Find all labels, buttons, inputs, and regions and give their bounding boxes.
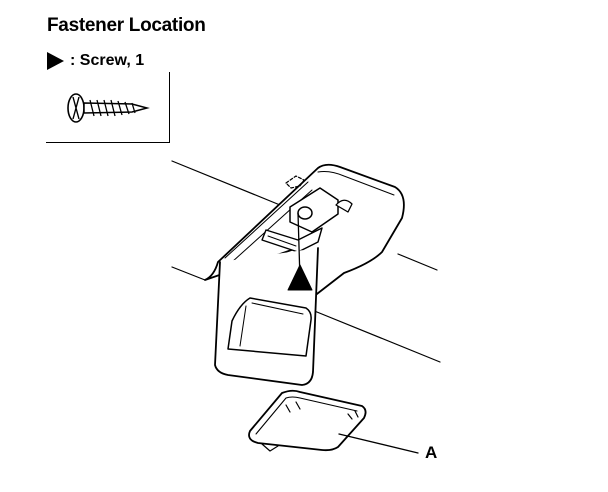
- panel-edge-upper: [171, 160, 281, 206]
- legend-label: : Screw, 1: [70, 52, 145, 69]
- callout-label-a: A: [425, 443, 438, 462]
- fastener-legend: : Screw, 1: [47, 50, 144, 72]
- page-title: Fastener Location: [47, 15, 206, 36]
- front-direction-icon: [285, 175, 305, 189]
- panel-edge-right: [397, 253, 438, 271]
- screw-icon: [67, 93, 150, 123]
- callout-leader-a: [338, 433, 419, 454]
- panel-edge-lower: [311, 309, 441, 363]
- screw-legend-box: [46, 72, 170, 143]
- housing-shell: [204, 163, 405, 298]
- panel-edge-left: [171, 266, 206, 281]
- housing-pocket: [227, 297, 312, 357]
- cover-lid: [248, 389, 367, 452]
- insertion-arrow-icon: [287, 264, 313, 291]
- screw-recess: [289, 187, 339, 233]
- triangle-pointer-icon: [47, 52, 64, 70]
